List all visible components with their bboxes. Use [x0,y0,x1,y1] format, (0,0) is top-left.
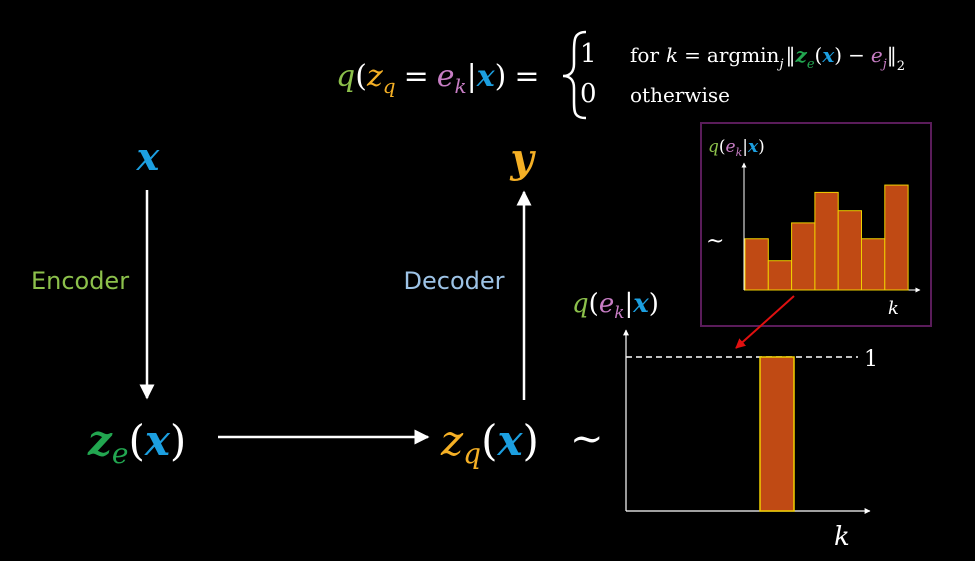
inset-bar [767,260,793,291]
main-ylabel: q(ek|x) [572,289,659,323]
formula-z: z [366,59,383,94]
main-plot: q(ek|x) 1 k [572,289,878,552]
input-x-label: x [136,134,161,179]
formula-bar: | [467,59,477,94]
inset-bar [814,191,839,291]
inset-bar [744,238,769,291]
inset-plot: q(ek|x) ~ k [700,122,932,327]
formula-rparen: ) [495,59,507,94]
inset-bar [861,238,886,291]
encoder-decoder-flow: x Encoder y Decoder ze(x) zq(x) ~ [31,134,604,470]
formula-e-sub: k [454,74,466,98]
case2-text: otherwise [630,83,730,107]
ze-x-label: ze(x) [87,416,186,470]
main-bars [759,356,795,512]
inset-tilde: ~ [706,229,724,254]
inset-ylabel: q(ek|x) [708,137,765,159]
inset-bars [744,184,909,291]
formula-q: q [336,59,355,94]
encoder-label: Encoder [31,267,129,295]
formula-equals-1: = [404,59,429,94]
formula-lparen: ( [355,59,367,94]
pointer-arrow [735,295,795,349]
main-xlabel: k [834,522,850,552]
case1-value: 1 [580,39,597,69]
main-bar [759,356,795,512]
output-y-label: y [509,135,536,182]
formula-equals-2: = [514,59,539,94]
formula-z-sub: q [383,74,396,98]
svg-text:q(zq=ek|x)=: q(zq=ek|x)= [336,59,539,98]
reference-label-one: 1 [864,347,878,372]
formula-e: e [437,59,455,94]
inset-bar [791,222,816,291]
decoder-label: Decoder [404,267,505,295]
formula-x: x [476,59,496,94]
zq-x-label: zq(x) [440,416,539,470]
cases-brace [562,30,587,120]
inset-bar [837,210,863,291]
case2-value: 0 [580,79,597,109]
inset-bar [884,184,909,291]
distributed-as-tilde: ~ [570,416,604,462]
inset-xlabel: k [888,298,899,319]
